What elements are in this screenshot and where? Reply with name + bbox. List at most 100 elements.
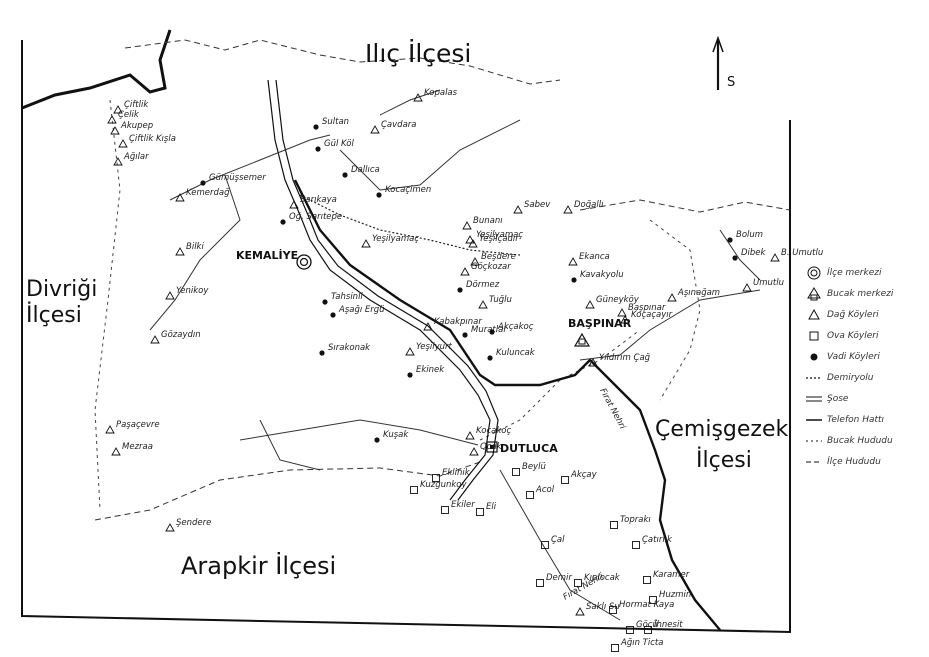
village-label: Sarıkaya bbox=[300, 195, 337, 205]
legend-row: Dağ Köyleri bbox=[805, 304, 927, 325]
plain-village-marker bbox=[632, 541, 640, 549]
village-label: Çatırlık bbox=[642, 535, 673, 545]
valley-village-marker bbox=[200, 180, 206, 186]
divrigi-border bbox=[21, 29, 172, 110]
valley-village-marker bbox=[732, 255, 738, 261]
legend-row: Demiryolu bbox=[805, 367, 927, 388]
valley-village-marker bbox=[330, 312, 336, 318]
east-ilce-border bbox=[579, 199, 791, 213]
region-east-line1: Çemişgezek bbox=[655, 417, 788, 442]
village-label: Bilki bbox=[186, 242, 204, 252]
phone-line-icon bbox=[805, 416, 823, 424]
mountain-village-marker bbox=[413, 93, 423, 102]
plain-village-marker bbox=[526, 491, 534, 499]
legend-row: Vadi Köyleri bbox=[805, 346, 927, 367]
village-label: Dörmez bbox=[466, 280, 500, 290]
plain-village-marker bbox=[410, 486, 418, 494]
village-label: Kopalas bbox=[424, 88, 458, 98]
legend-label: Şose bbox=[827, 393, 849, 404]
mountain-village-marker bbox=[588, 358, 598, 367]
mountain-village-marker bbox=[620, 315, 630, 324]
village-label: Tahsinli bbox=[331, 292, 363, 302]
village-label: Gül Köl bbox=[324, 139, 355, 149]
valley-village-marker bbox=[727, 237, 733, 243]
plain-village-marker bbox=[644, 626, 652, 634]
village-label: Aşağı Ergü bbox=[338, 305, 385, 315]
mountain-village-marker bbox=[118, 139, 128, 148]
mountain-village-marker bbox=[575, 607, 585, 616]
dutluca-label: DUTLUCA bbox=[500, 442, 558, 455]
highway-icon bbox=[805, 395, 823, 403]
bucak-border-icon bbox=[805, 437, 823, 445]
village-label: Şendere bbox=[176, 518, 211, 528]
village-label: Qcak bbox=[480, 442, 503, 452]
mountain-village-marker bbox=[470, 257, 480, 266]
mountain-village-marker bbox=[585, 300, 595, 309]
legend-row: İlçe Hududu bbox=[805, 451, 927, 472]
inner-bucak-border bbox=[479, 329, 641, 441]
plain-village-marker bbox=[476, 508, 484, 516]
north-arrow-label: S bbox=[727, 75, 735, 90]
region-north: Ilıç İlçesi bbox=[365, 39, 471, 68]
legend-row: İlçe merkezi bbox=[805, 262, 927, 283]
ilce-center-icon bbox=[805, 266, 823, 280]
village-label: Akupep bbox=[120, 121, 153, 131]
village-label: Karamer bbox=[653, 570, 690, 580]
valley-village-marker bbox=[374, 437, 380, 443]
village-label: Mezraa bbox=[122, 442, 153, 452]
mountain-village-marker bbox=[460, 267, 470, 276]
mountain-village-marker bbox=[513, 205, 523, 214]
mountain-village-marker bbox=[113, 157, 123, 166]
village-label: Kavakyolu bbox=[580, 270, 624, 280]
village-label: Kabakpınar bbox=[434, 317, 482, 327]
valley-village-marker bbox=[489, 329, 495, 335]
village-label: Paşaçevre bbox=[116, 420, 160, 430]
village-label: Umutlu bbox=[753, 278, 784, 288]
village-label: Çal bbox=[551, 535, 565, 545]
village-label: Kemerdağ bbox=[186, 188, 230, 198]
square-icon bbox=[805, 329, 823, 343]
plain-village-marker bbox=[609, 606, 617, 614]
region-west-line1: Divriği bbox=[26, 277, 97, 302]
village-label: Saklı Su bbox=[586, 602, 620, 612]
mountain-village-marker bbox=[667, 293, 677, 302]
ilce-border-icon bbox=[805, 458, 823, 466]
plain-village-marker bbox=[541, 541, 549, 549]
mountain-village-marker bbox=[423, 322, 433, 331]
plain-village-marker bbox=[626, 626, 634, 634]
village-label: Kıplocak bbox=[584, 573, 621, 583]
legend-label: İlçe Hududu bbox=[827, 456, 881, 467]
kemaliye-center: KEMALİYE bbox=[236, 248, 312, 270]
village-label: Yıldırım Çağ bbox=[599, 353, 651, 363]
mountain-village-marker bbox=[175, 193, 185, 202]
legend-label: Dağ Köyleri bbox=[827, 309, 879, 320]
village-label: Yeşilçadır bbox=[479, 234, 519, 244]
village-label: Yeşilyurt bbox=[416, 342, 453, 352]
plain-village-marker bbox=[441, 506, 449, 514]
village-label: Gözaydın bbox=[161, 330, 201, 340]
village-label: Hormat Kaya bbox=[619, 600, 674, 610]
mountain-village-marker bbox=[563, 205, 573, 214]
mountain-village-marker bbox=[568, 257, 578, 266]
village-label: Çiftlik bbox=[124, 100, 149, 110]
village-label: Başpınar bbox=[628, 303, 666, 313]
village-label: Yeşilyamaç bbox=[476, 230, 523, 240]
village-label: Yenikoy bbox=[176, 286, 209, 296]
mountain-village-marker bbox=[110, 126, 120, 135]
mountain-village-marker bbox=[370, 125, 380, 134]
village-label: Eli bbox=[486, 502, 497, 512]
village-label: Kuluncak bbox=[496, 348, 536, 358]
village-label: Çavdara bbox=[381, 120, 416, 130]
village-label: Gümüşsemer bbox=[209, 173, 266, 183]
village-label: Demir bbox=[546, 573, 572, 583]
village-label: Oğ. Sarıtepe bbox=[289, 212, 342, 222]
mountain-village-marker bbox=[462, 221, 472, 230]
village-label: Bolum bbox=[736, 230, 763, 240]
village-label: Eklinik bbox=[442, 468, 471, 478]
railway bbox=[299, 194, 521, 256]
legend-row: Ova Köyleri bbox=[805, 325, 927, 346]
village-label: B. Umutlu bbox=[781, 248, 823, 258]
plain-village-marker bbox=[512, 468, 520, 476]
village-label: Göçkozar bbox=[471, 262, 511, 272]
